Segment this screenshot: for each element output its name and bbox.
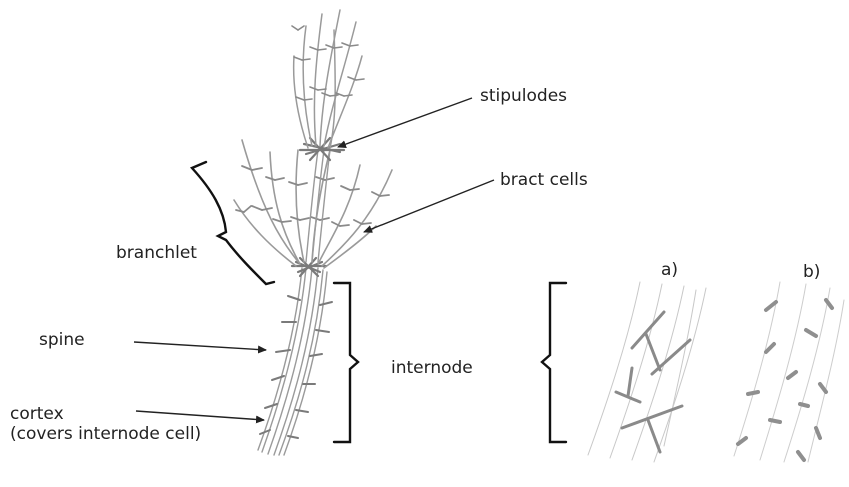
- detail-panel-b: [734, 282, 844, 462]
- label-cortex: cortex: [10, 404, 64, 424]
- detail-bracket: [542, 283, 566, 442]
- spine-arrow: [134, 342, 266, 350]
- label-spine: spine: [39, 330, 85, 350]
- label-panel-b: b): [803, 262, 820, 282]
- cortex-arrow: [136, 411, 264, 420]
- plant-sketch: [234, 10, 392, 455]
- detail-panel-a: [588, 282, 706, 462]
- label-bract-cells: bract cells: [500, 170, 588, 190]
- label-cortex-note: (covers internode cell): [10, 424, 201, 444]
- stipulodes-arrow: [338, 98, 472, 147]
- label-stipulodes: stipulodes: [480, 86, 567, 106]
- label-internode: internode: [391, 358, 473, 378]
- branchlet-bracket: [192, 162, 274, 284]
- label-panel-a: a): [661, 260, 678, 280]
- internode-axis: [258, 268, 327, 455]
- label-branchlet: branchlet: [116, 243, 197, 263]
- internode-bracket: [334, 283, 358, 442]
